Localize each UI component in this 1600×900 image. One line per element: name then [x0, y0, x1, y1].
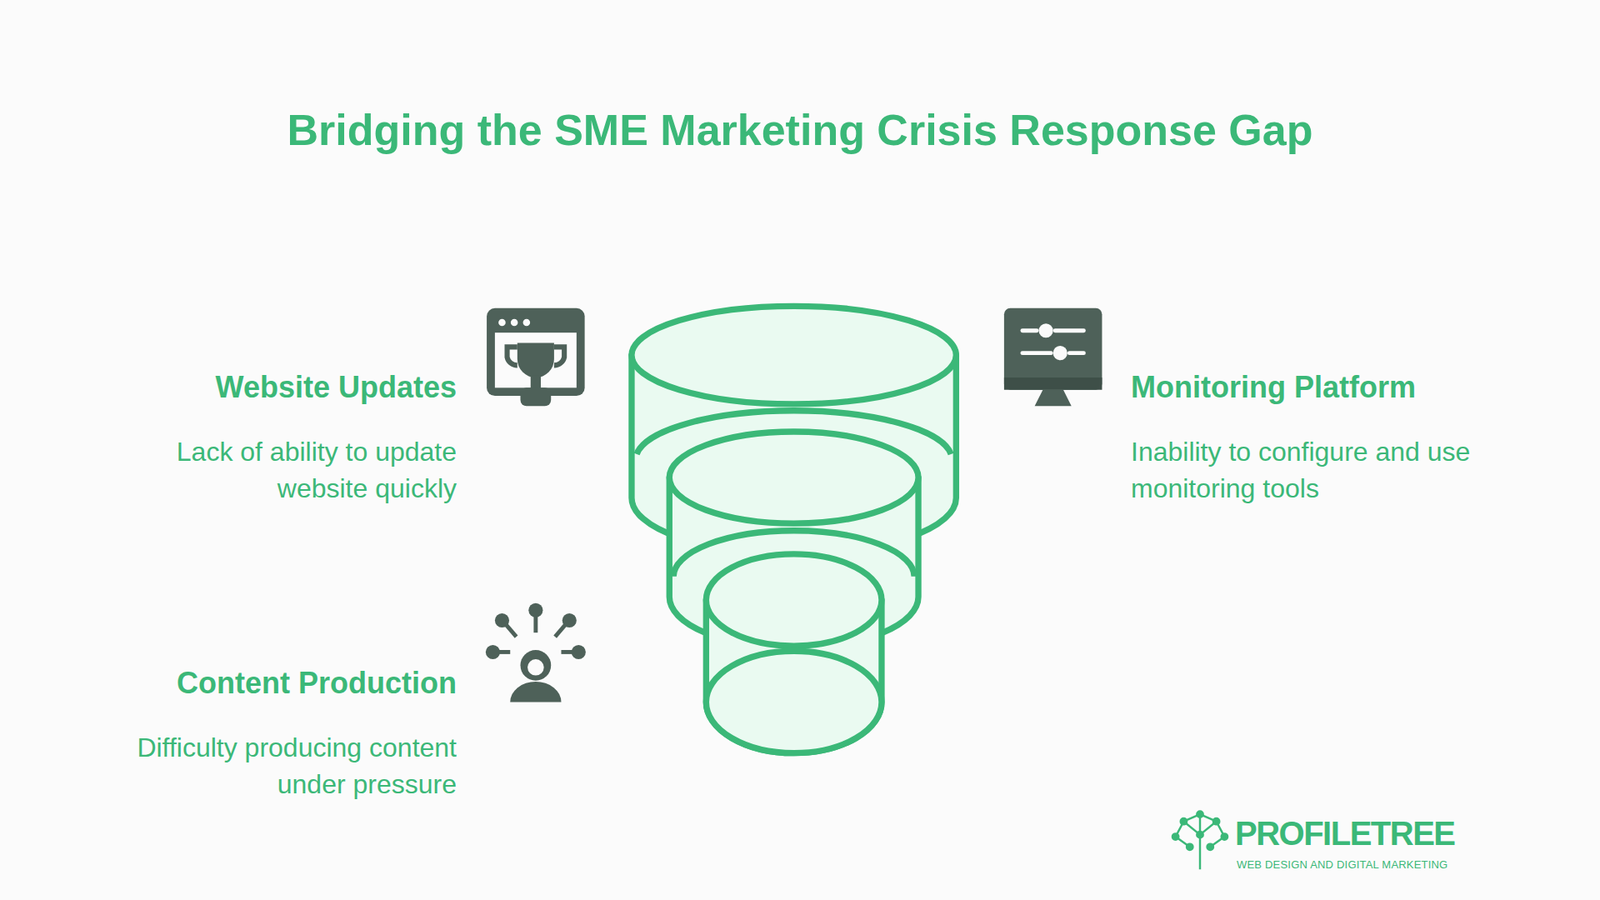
- text-node: Monitoring PlatformInability to configur…: [1130, 369, 1498, 507]
- node-heading: Monitoring Platform: [1130, 369, 1498, 406]
- diagram-title: Bridging the SME Marketing Crisis Respon…: [0, 105, 1600, 155]
- node-body: Inability to configure and use monitorin…: [1130, 433, 1498, 507]
- node-heading: Website Updates: [106, 369, 457, 406]
- node-heading: Content Production: [106, 665, 457, 702]
- node-body: Difficulty producing content under press…: [106, 729, 457, 803]
- logo-tagline: WEB DESIGN AND DIGITAL MARKETING: [1236, 858, 1448, 871]
- person-icon: [485, 603, 586, 703]
- text-node: Content ProductionDifficulty producing c…: [106, 665, 457, 803]
- text-node: Website UpdatesLack of ability to update…: [106, 369, 457, 507]
- monitor-icon: [1004, 308, 1103, 407]
- logo-wordmark: PROFILETREE: [1235, 815, 1455, 853]
- logo-tree: [1172, 810, 1228, 870]
- node-body: Lack of ability to update website quickl…: [106, 433, 457, 507]
- website-icon: [486, 308, 585, 407]
